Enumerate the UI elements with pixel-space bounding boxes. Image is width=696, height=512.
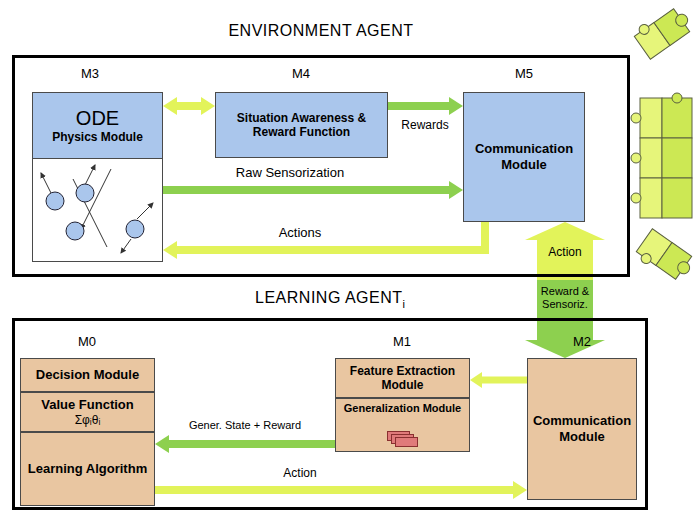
box-label: Situation Awareness & Reward Function xyxy=(220,111,383,140)
arrow-shaft xyxy=(163,186,449,194)
arrow-head xyxy=(470,372,482,388)
communication-module-box: Communication Module xyxy=(463,92,585,222)
arrow-shaft xyxy=(537,280,593,340)
particle-illustration xyxy=(33,159,162,261)
feature-extraction-box: Feature Extraction Module xyxy=(335,358,470,398)
box-content: Feature Extraction Module xyxy=(336,359,469,397)
box-label: Physics Module xyxy=(52,130,143,144)
flow-arrow xyxy=(163,181,463,199)
module-number: M1 xyxy=(391,334,413,350)
box-label: Feature Extraction Module xyxy=(340,364,465,393)
arrow-label: Rewards xyxy=(399,118,450,132)
box-content: Communication Module xyxy=(528,359,636,499)
arrow-head xyxy=(163,97,177,115)
box-label: Learning Algorithm xyxy=(28,461,147,477)
arrow-head xyxy=(163,241,177,259)
box-content: ODEPhysics Module xyxy=(33,93,162,159)
arrow-label: Action xyxy=(537,245,593,259)
flow-arrow xyxy=(525,222,605,280)
physics-module-box: ODEPhysics Module xyxy=(32,92,163,262)
flow-arrow xyxy=(388,97,463,115)
learning-agent-box: LEARNING AGENTiDecision ModuleValue Func… xyxy=(12,318,648,510)
puzzle-piece xyxy=(633,229,696,287)
flow-arrow xyxy=(470,372,527,388)
box-label: Generalization Module xyxy=(344,402,461,415)
box-label: Communication Module xyxy=(532,413,632,444)
arrow-head xyxy=(155,435,169,453)
box-label: ODE xyxy=(76,106,119,130)
arrow-shaft xyxy=(155,486,513,494)
arrow-head xyxy=(525,222,605,240)
box-content: Communication Module xyxy=(464,93,584,221)
arrow-shaft xyxy=(169,440,335,448)
situation-awareness-box: Situation Awareness & Reward Function xyxy=(215,92,388,158)
module-number: M0 xyxy=(76,334,98,350)
arrow-shaft xyxy=(482,377,527,384)
arrow-head xyxy=(449,181,463,199)
arrow-label: Actions xyxy=(277,225,324,241)
communication-module-box: Communication Module xyxy=(527,358,637,500)
box-content: Learning Algorithm xyxy=(21,433,154,505)
flow-arrow xyxy=(163,222,485,259)
arrow-shaft xyxy=(177,222,485,250)
arrow-shaft xyxy=(537,240,593,280)
box-content: Generalization Module xyxy=(336,399,469,451)
module-number: M2 xyxy=(571,334,593,350)
arrow-label: Raw Sensorization xyxy=(234,165,346,181)
arrow-head xyxy=(201,97,215,115)
arrow-shaft xyxy=(388,102,449,110)
flow-arrow xyxy=(155,481,527,499)
arrow-label: Action xyxy=(281,466,318,480)
box-content: Situation Awareness & Reward Function xyxy=(216,93,387,157)
box-content: Decision Module xyxy=(21,359,154,391)
agent-title-text: ENVIRONMENT AGENT xyxy=(228,22,413,39)
module-number: M3 xyxy=(79,66,101,82)
puzzle-piece xyxy=(631,93,692,218)
agent-title-text: LEARNING AGENT xyxy=(255,289,402,306)
arrow-label: Gener. State + Reward xyxy=(187,419,303,432)
box-label: Value Function xyxy=(41,397,133,413)
flow-arrow xyxy=(163,97,215,115)
flow-arrow xyxy=(155,435,335,453)
arrow-shaft xyxy=(177,102,201,110)
box-content: Value FunctionΣφᵢθᵢ xyxy=(21,393,154,431)
arrow-head xyxy=(513,481,527,499)
box-label: Communication Module xyxy=(468,141,580,172)
value-function-box: Value FunctionΣφᵢθᵢ xyxy=(20,392,155,432)
arrow-head xyxy=(525,340,605,358)
agent-title: ENVIRONMENT AGENT xyxy=(15,22,627,40)
box-label: Σφᵢθᵢ xyxy=(75,413,101,427)
decision-module-box: Decision Module xyxy=(20,358,155,392)
agent-index-subscript: i xyxy=(403,298,405,310)
generalization-module-box: Generalization Module xyxy=(335,398,470,452)
module-number: M5 xyxy=(513,66,535,82)
module-number: M4 xyxy=(290,66,312,82)
feature-stack-icon xyxy=(386,430,420,448)
puzzle-piece xyxy=(631,1,694,59)
box-label: Decision Module xyxy=(36,367,139,383)
arrow-label: Reward & Sensoriz. xyxy=(537,285,593,311)
arrow-head xyxy=(449,97,463,115)
learning-algorithm-box: Learning Algorithm xyxy=(20,432,155,506)
